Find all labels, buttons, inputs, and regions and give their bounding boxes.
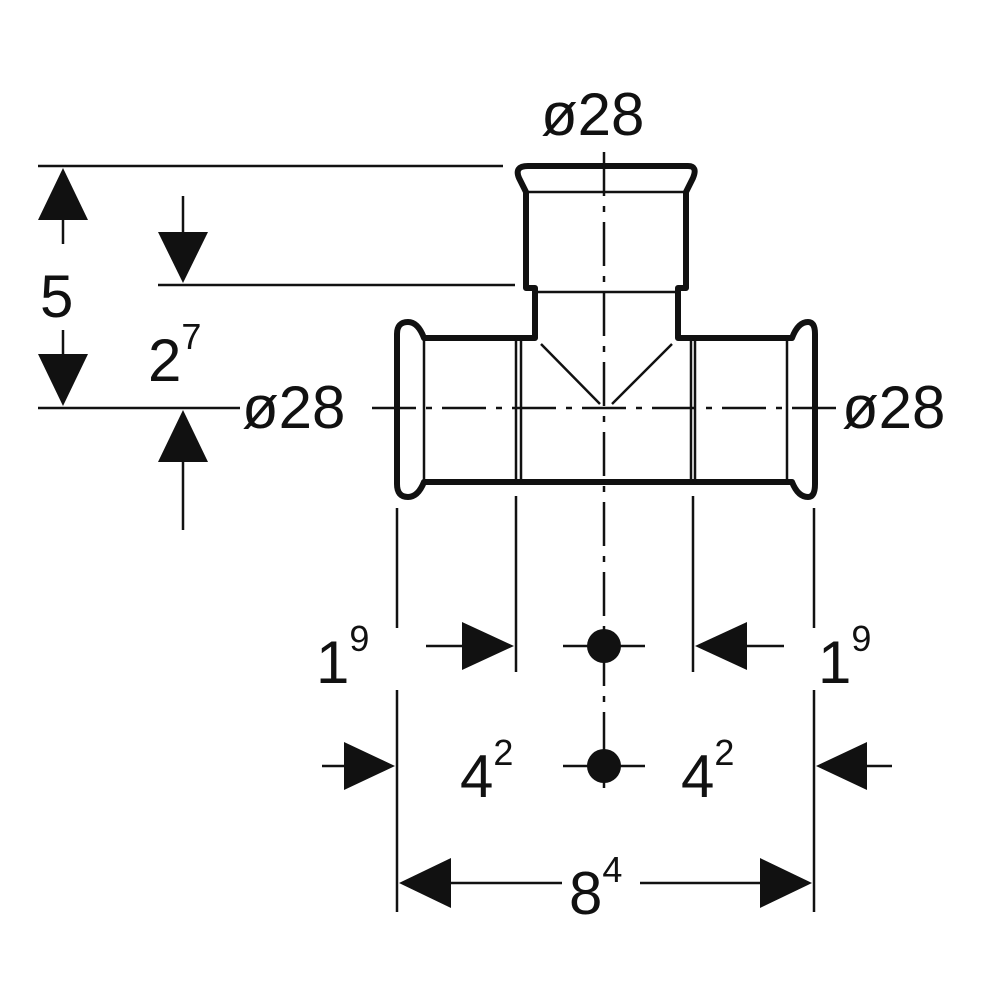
dimension-labels: ø28 ø28 ø28 5 27 19 19 42 42 84 [40,81,945,927]
right-half-length-base: 4 [681,743,714,810]
left-socket-depth-sup: 9 [349,618,369,659]
right-half-length-sup: 2 [714,732,734,773]
vertical-dimensions [38,164,515,530]
total-length-arrow-right [760,858,812,908]
left-half-length-label: 42 [460,732,513,810]
total-length-arrow-left [399,858,451,908]
right-half-arrow [816,742,867,790]
branch-height-sup: 7 [181,316,201,357]
left-socket-arrow [462,622,514,670]
branch-junction-line-left [540,343,601,405]
height-arrow-down [38,354,88,406]
height-total-label: 5 [40,263,73,330]
center-marker-dot-lower [587,749,621,783]
top-diameter-label: ø28 [541,81,644,148]
left-half-arrow [344,742,395,790]
tee-fitting-body [394,163,818,500]
right-socket-arrow [695,622,747,670]
right-socket-depth-base: 1 [818,629,851,696]
left-socket-depth-label: 19 [316,618,369,696]
left-half-length-sup: 2 [493,732,513,773]
total-length-label: 84 [569,849,622,927]
branch-height-arrow-down [158,232,208,283]
branch-height-base: 2 [148,327,181,394]
tee-outline [394,163,818,500]
left-half-length-base: 4 [460,743,493,810]
right-socket-depth-sup: 9 [851,618,871,659]
center-lines [372,152,836,788]
right-half-length-label: 42 [681,732,734,810]
left-socket-depth-base: 1 [316,629,349,696]
branch-height-label: 27 [148,316,201,394]
right-diameter-label: ø28 [842,374,945,441]
total-length-base: 8 [569,860,602,927]
left-diameter-label: ø28 [242,374,345,441]
center-marker-dot-upper [587,629,621,663]
right-socket-depth-label: 19 [818,618,871,696]
height-arrow-up [38,168,88,220]
total-length-sup: 4 [602,849,622,890]
branch-height-arrow-up [158,410,208,462]
branch-junction-line-right [611,343,673,405]
horizontal-dimensions [322,496,892,912]
